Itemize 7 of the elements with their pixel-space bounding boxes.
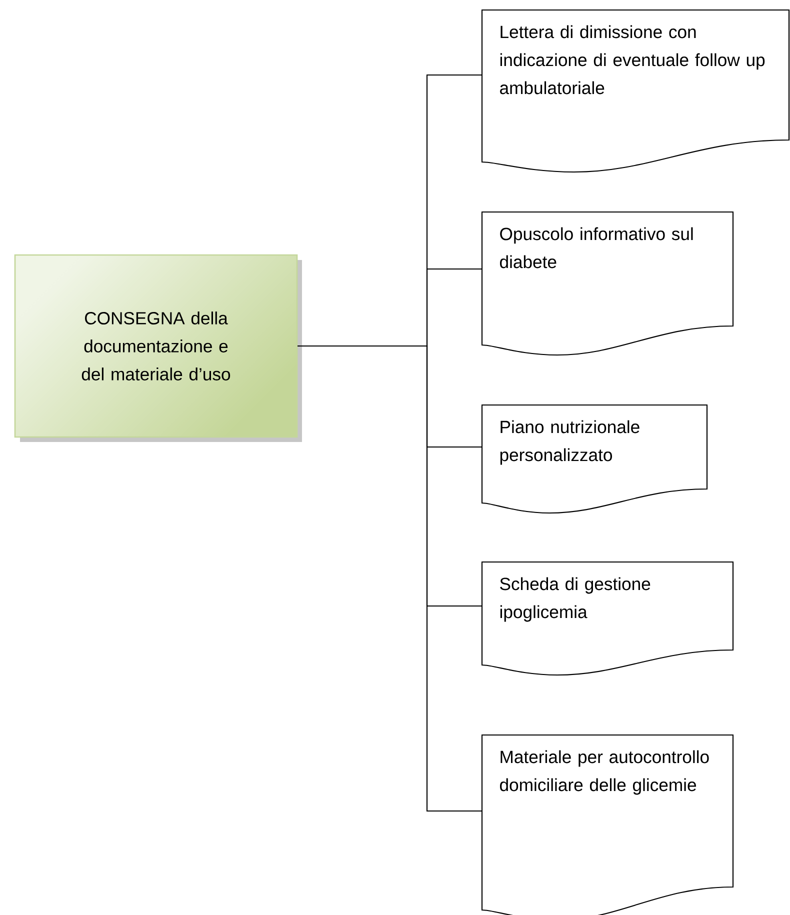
document-box: Lettera di dimissione con indicazione di eventuale follow up ambulatoriale xyxy=(481,9,790,173)
connector-line xyxy=(298,345,482,812)
document-box: Materiale per autocontrollo domiciliare delle glicemie xyxy=(481,734,734,915)
process-box: CONSEGNA della documentazione e del materiale d’uso xyxy=(14,254,302,442)
document-box: Scheda di gestione ipoglicemia xyxy=(481,561,734,676)
document-box: Piano nutrizionale personalizzato xyxy=(481,404,708,514)
document-box: Opuscolo informativo sul diabete xyxy=(481,211,734,356)
